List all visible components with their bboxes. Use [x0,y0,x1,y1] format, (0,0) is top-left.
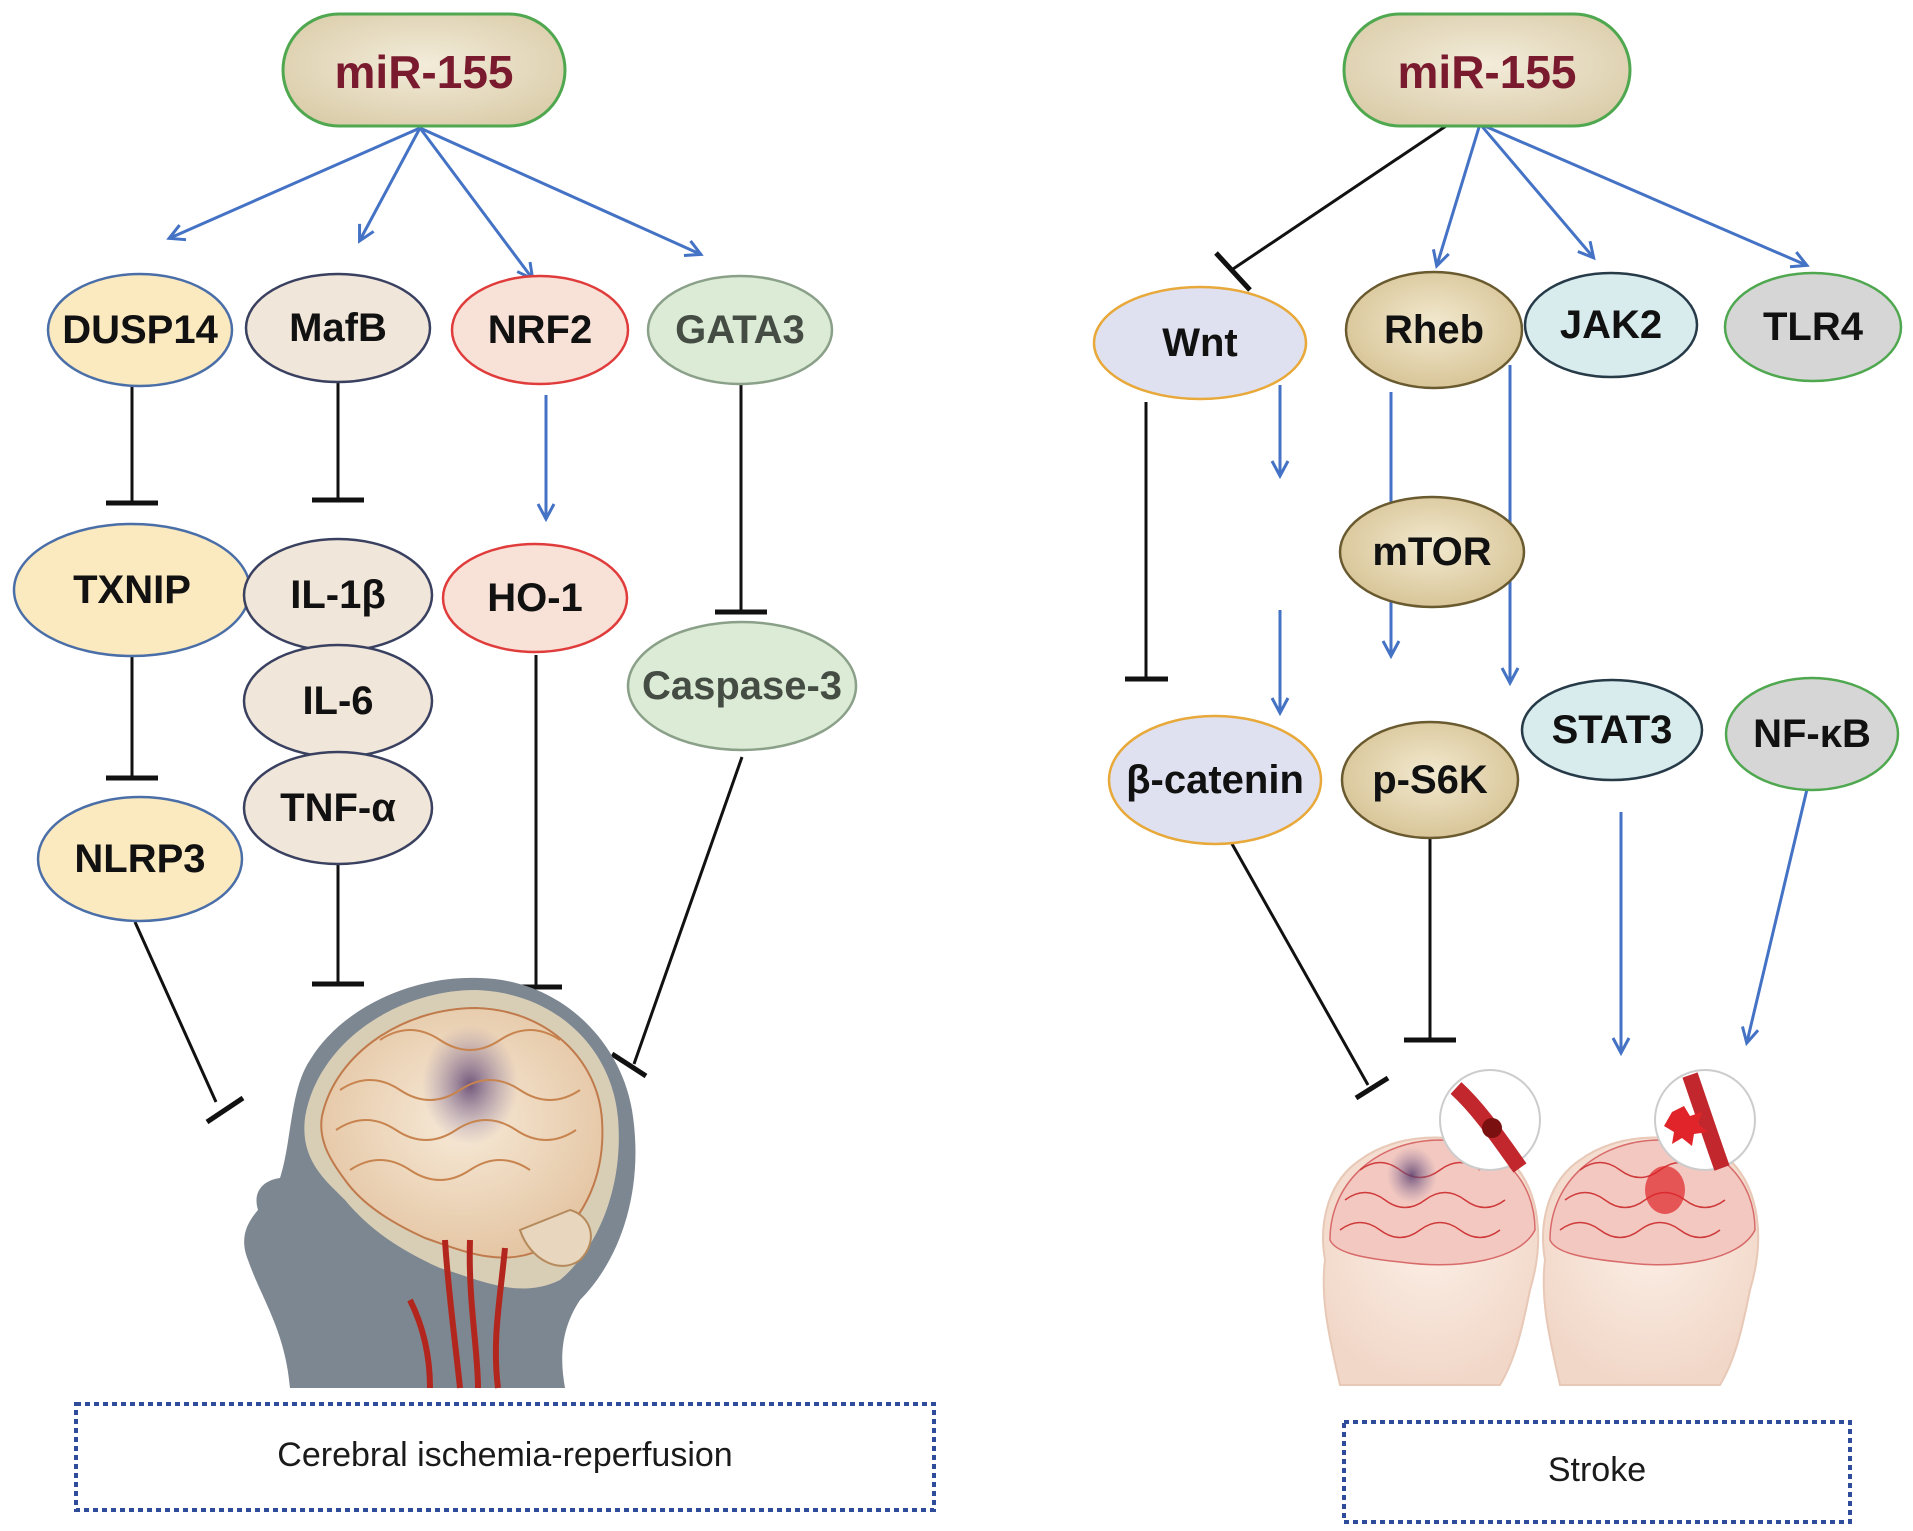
node-shape [1723,271,1903,383]
right-mir155-node[interactable]: miR-155 [1342,12,1632,128]
node-label: HO-1 [487,576,583,620]
node-label: IL-6 [302,679,373,723]
edge-nfkb-outcome [1747,784,1810,1042]
node-label: Rheb [1384,308,1484,352]
node-shape [626,620,858,752]
edge-mir155-mafb [360,127,422,240]
node-nfkb[interactable]: NF-κB [1724,676,1900,792]
stroke-heads-illustration [1322,1069,1760,1386]
node-label: NLRP3 [74,837,205,881]
node-nrf2[interactable]: NRF2 [450,274,630,386]
node-shape [450,274,630,386]
node-bcat[interactable]: β-catenin [1107,714,1323,846]
inhibit-bar-wnt [1214,251,1252,292]
node-shape [1338,495,1526,609]
node-label: β-catenin [1126,758,1304,802]
edge-casp3-outcome [632,756,744,1065]
hemorrhagic-stroke-head [1542,1069,1760,1386]
node-shape [1520,678,1704,782]
node-shape [242,750,434,866]
node-stat3[interactable]: STAT3 [1520,678,1704,782]
node-casp3[interactable]: Caspase-3 [626,620,858,752]
node-tlr4[interactable]: TLR4 [1723,271,1903,383]
inhibit-bar-bcatenin-outcome [1354,1075,1390,1101]
left-caption-box: Cerebral ischemia-reperfusion [74,1402,936,1512]
edge-mir155-gata3 [419,126,700,254]
edge-mir155-wnt [1229,124,1447,273]
node-gata3[interactable]: GATA3 [646,274,834,386]
node-label: IL-1β [290,573,386,617]
node-shape [1724,676,1900,792]
node-jak2[interactable]: JAK2 [1523,271,1699,379]
right-nodes: Wnt Rheb JAK2 TLR4 mTOR β-catenin p-S6K STAT3 NF… [1092,270,1903,846]
ischemic-stroke-head [1322,1069,1541,1386]
node-nlrp3[interactable]: NLRP3 [36,795,244,923]
node-label: NRF2 [488,308,592,352]
node-label: p-S6K [1372,758,1488,802]
node-shape [46,272,234,388]
node-shape [1340,720,1520,840]
node-shape [1523,271,1699,379]
node-rheb[interactable]: Rheb [1344,270,1524,390]
node-shape [36,795,244,923]
right-caption-box: Stroke [1342,1420,1852,1524]
node-shape [244,272,432,384]
edge-mir155-tlr4 [1479,122,1806,265]
edge-mir155-dusp14 [170,126,421,238]
node-txnip[interactable]: TXNIP [12,522,252,658]
node-mtor[interactable]: mTOR [1338,495,1526,609]
node-label: DUSP14 [62,308,218,352]
node-label: TNF-α [280,786,396,830]
node-il6[interactable]: IL-6 [242,643,434,759]
left-mir155-label: miR-155 [335,46,514,98]
right-panel: miR-155 Wnt Rheb JAK2 TLR4 mTOR β-catenin p-S6… [1092,12,1903,1524]
node-label: GATA3 [675,308,805,352]
edge-mir155-rheb [1437,123,1482,265]
inhibit-bar-nlrp3-outcome [205,1095,245,1125]
node-shape [646,274,834,386]
left-edges [106,126,767,1125]
node-label: TXNIP [73,568,191,612]
node-ps6k[interactable]: p-S6K [1340,720,1520,840]
node-label: STAT3 [1552,708,1673,752]
node-label: NF-κB [1753,712,1871,756]
node-wnt[interactable]: Wnt [1092,285,1308,401]
head-brain-sagittal-illustration [244,977,636,1389]
left-caption-label: Cerebral ischemia-reperfusion [277,1436,732,1474]
right-edges [1125,122,1810,1101]
node-tnfa[interactable]: TNF-α [242,750,434,866]
node-label: MafB [289,306,387,350]
node-ho1[interactable]: HO-1 [441,542,629,654]
node-shape [1344,270,1524,390]
node-shape [1092,285,1308,401]
edge-bcatenin-outcome [1225,834,1370,1086]
node-mafb[interactable]: MafB [244,272,432,384]
node-shape [1107,714,1323,846]
inhibit-bar-casp3-outcome [610,1051,648,1079]
edge-mir155-jak2 [1478,123,1593,257]
node-il1b[interactable]: IL-1β [242,537,434,653]
node-label: mTOR [1372,530,1491,574]
node-shape [441,542,629,654]
edge-nlrp3-outcome [133,921,218,1103]
node-dusp14[interactable]: DUSP14 [46,272,234,388]
edge-mir155-nrf2 [418,127,532,278]
node-label: JAK2 [1560,303,1662,347]
node-label: Caspase-3 [642,664,842,708]
right-mir155-label: miR-155 [1398,46,1577,98]
node-label: Wnt [1162,321,1238,365]
left-mir155-node[interactable]: miR-155 [281,12,567,128]
right-caption-label: Stroke [1548,1451,1646,1489]
node-label: TLR4 [1763,305,1864,349]
